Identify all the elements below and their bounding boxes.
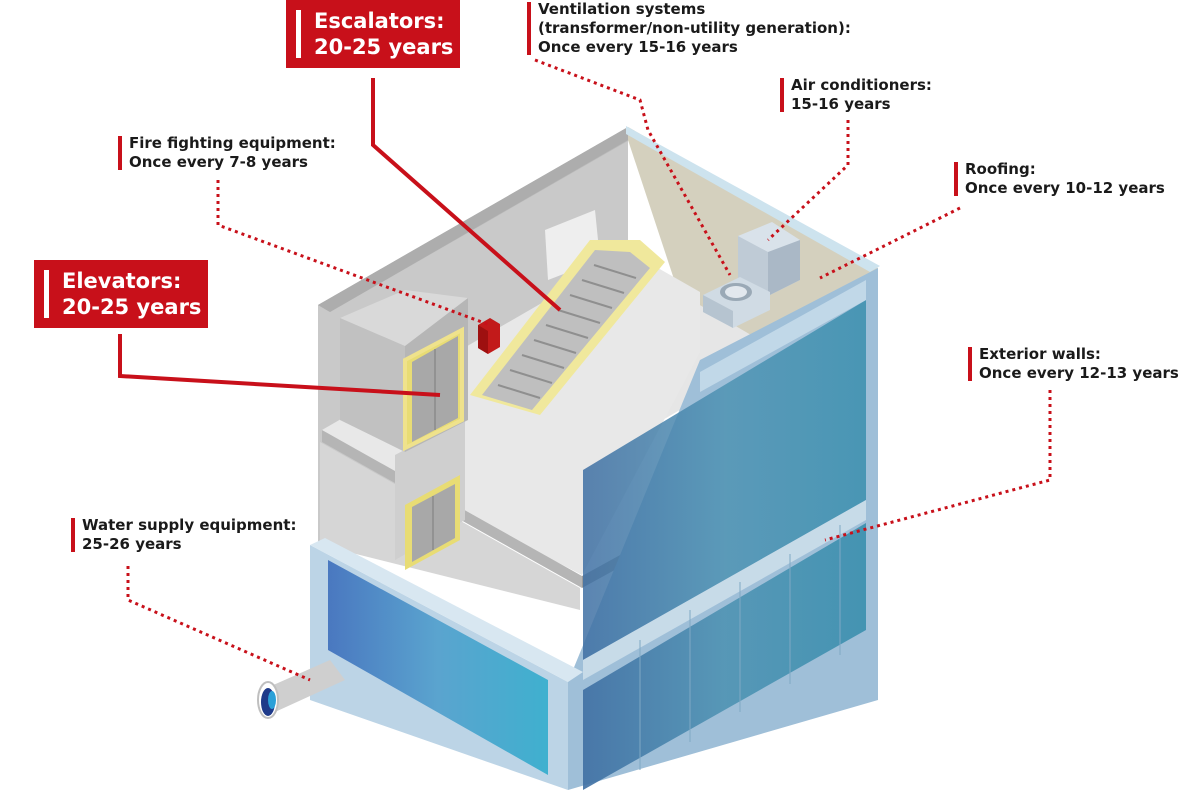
right-facade bbox=[568, 268, 878, 790]
fire-fighting-box bbox=[478, 318, 500, 354]
roofing-label-line-1: Roofing: bbox=[965, 160, 1036, 178]
air-conditioners-label: Air conditioners: 15-16 years bbox=[780, 76, 932, 114]
air-conditioners-label-line-1: Air conditioners: bbox=[791, 76, 932, 94]
fire-fighting-label-line-2: Once every 7-8 years bbox=[129, 153, 308, 171]
water-supply-pipe bbox=[257, 660, 345, 719]
ventilation-label-line-1: Ventilation systems bbox=[538, 0, 706, 18]
exterior-walls-label: Exterior walls: Once every 12-13 years bbox=[968, 345, 1179, 383]
label-accent-bar bbox=[44, 270, 49, 318]
exterior-walls-label-line-2: Once every 12-13 years bbox=[979, 364, 1179, 382]
water-supply-label-line-2: 25-26 years bbox=[82, 535, 182, 553]
exterior-walls-label-line-1: Exterior walls: bbox=[979, 345, 1101, 363]
left-facade bbox=[310, 538, 583, 790]
elevators-label: Elevators: 20-25 years bbox=[34, 260, 208, 328]
callout-lines bbox=[118, 58, 1052, 682]
label-accent-bar bbox=[71, 518, 75, 552]
fire-fighting-label-line-1: Fire fighting equipment: bbox=[129, 134, 336, 152]
escalators-label-line-1: Escalators: bbox=[314, 9, 445, 33]
escalator bbox=[470, 210, 665, 415]
elevator-shaft bbox=[340, 290, 468, 570]
ventilation-label: Ventilation systems (transformer/non-uti… bbox=[527, 0, 851, 57]
water-supply-label: Water supply equipment: 25-26 years bbox=[71, 516, 296, 554]
ventilation-label-line-3: Once every 15-16 years bbox=[538, 38, 738, 56]
label-accent-bar bbox=[968, 347, 972, 381]
fire-fighting-label: Fire fighting equipment: Once every 7-8 … bbox=[118, 134, 336, 172]
label-accent-bar bbox=[527, 2, 531, 55]
escalators-label: Escalators: 20-25 years bbox=[286, 0, 460, 68]
water-supply-label-line-1: Water supply equipment: bbox=[82, 516, 297, 534]
ventilation-unit bbox=[703, 277, 770, 328]
ventilation-label-line-2: (transformer/non-utility generation): bbox=[538, 19, 851, 37]
label-accent-bar bbox=[118, 136, 122, 170]
roofing-label: Roofing: Once every 10-12 years bbox=[954, 160, 1165, 198]
label-accent-bar bbox=[296, 10, 301, 58]
label-accent-bar bbox=[954, 162, 958, 196]
elevators-label-line-2: 20-25 years bbox=[62, 295, 202, 319]
elevators-label-line-1: Elevators: bbox=[62, 269, 182, 293]
label-accent-bar bbox=[780, 78, 784, 112]
roofing-label-line-2: Once every 10-12 years bbox=[965, 179, 1165, 197]
air-conditioners-label-line-2: 15-16 years bbox=[791, 95, 891, 113]
escalators-label-line-2: 20-25 years bbox=[314, 35, 454, 59]
